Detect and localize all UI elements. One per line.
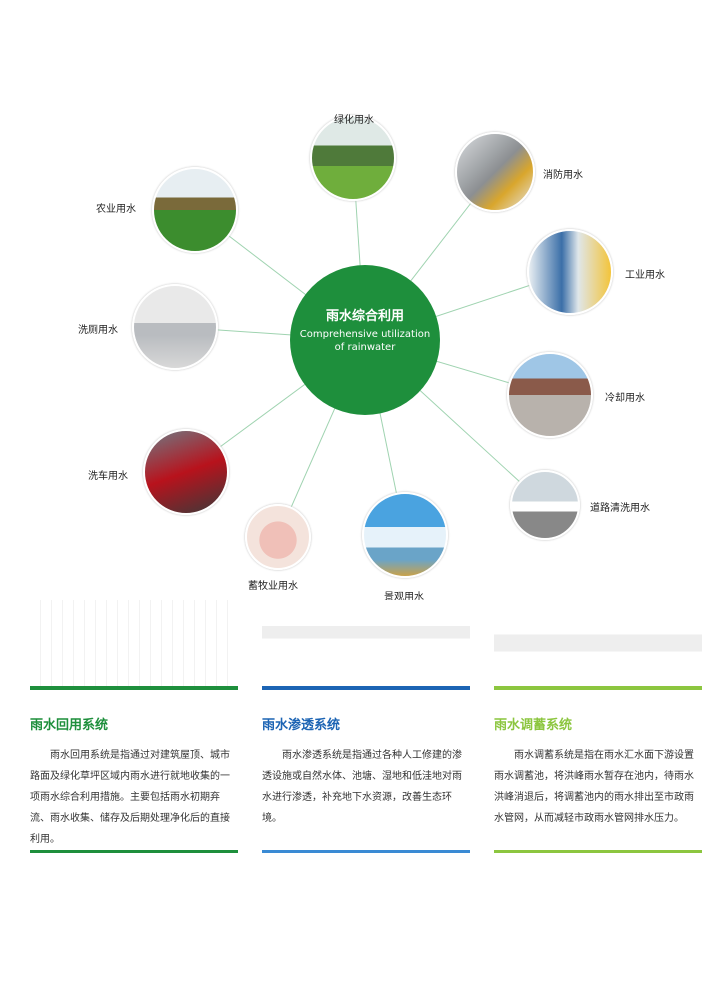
label-agriculture: 农业用水: [96, 204, 136, 215]
divider: [262, 850, 470, 853]
toilet-photo: [132, 284, 218, 370]
car-wash-photo: [143, 429, 229, 515]
section-text: 雨水回用系统是指通过对建筑屋顶、城市路面及绿化草坪区域内雨水进行就地收集的一项雨…: [30, 750, 230, 845]
cooling-photo: [507, 352, 593, 438]
label-car-wash: 洗车用水: [88, 471, 128, 482]
section-title: 雨水调蓄系统: [494, 718, 573, 733]
divider: [494, 850, 702, 853]
section-reuse: 雨水回用系统 雨水回用系统是指通过对建筑屋顶、城市路面及绿化草坪区域内雨水进行就…: [30, 600, 238, 853]
section-title: 雨水回用系统: [30, 718, 109, 733]
label-landscape: 景观用水: [384, 592, 424, 603]
label-industrial: 工业用水: [625, 270, 665, 281]
hub-title-cn: 雨水综合利用: [325, 309, 404, 324]
label-livestock: 蓄牧业用水: [248, 581, 298, 592]
reuse-diagram: [30, 600, 238, 690]
label-firefighting: 消防用水: [543, 170, 583, 181]
livestock-photo: [245, 504, 311, 570]
road-cleaning-photo: [510, 470, 580, 540]
agriculture-photo: [152, 167, 238, 253]
greening-photo: [310, 115, 396, 201]
section-title: 雨水渗透系统: [262, 718, 341, 733]
section-text: 雨水渗透系统是指通过各种人工修建的渗透设施或自然水体、池塘、湿地和低洼地对雨水进…: [262, 750, 462, 824]
industrial-photo: [527, 229, 613, 315]
label-greening: 绿化用水: [334, 115, 374, 126]
divider: [30, 850, 238, 853]
firefighting-photo: [455, 132, 535, 212]
hub-title-en: Comprehensive utilization of rainwater: [299, 329, 431, 353]
center-hub: 雨水综合利用 Comprehensive utilization of rain…: [290, 265, 440, 415]
section-text: 雨水调蓄系统是指在雨水汇水面下游设置雨水调蓄池，将洪峰雨水暂存在池内，待雨水洪峰…: [494, 750, 694, 824]
label-road-cleaning: 道路清洗用水: [590, 503, 650, 514]
landscape-photo: [362, 492, 448, 578]
infiltration-diagram: [262, 600, 470, 690]
label-cooling: 冷却用水: [605, 393, 645, 404]
storage-diagram: [494, 600, 702, 690]
label-toilet: 洗厕用水: [78, 325, 118, 336]
section-infiltration: 雨水渗透系统 雨水渗透系统是指通过各种人工修建的渗透设施或自然水体、池塘、湿地和…: [262, 600, 470, 853]
section-storage: 雨水调蓄系统 雨水调蓄系统是指在雨水汇水面下游设置雨水调蓄池，将洪峰雨水暂存在池…: [494, 600, 702, 853]
